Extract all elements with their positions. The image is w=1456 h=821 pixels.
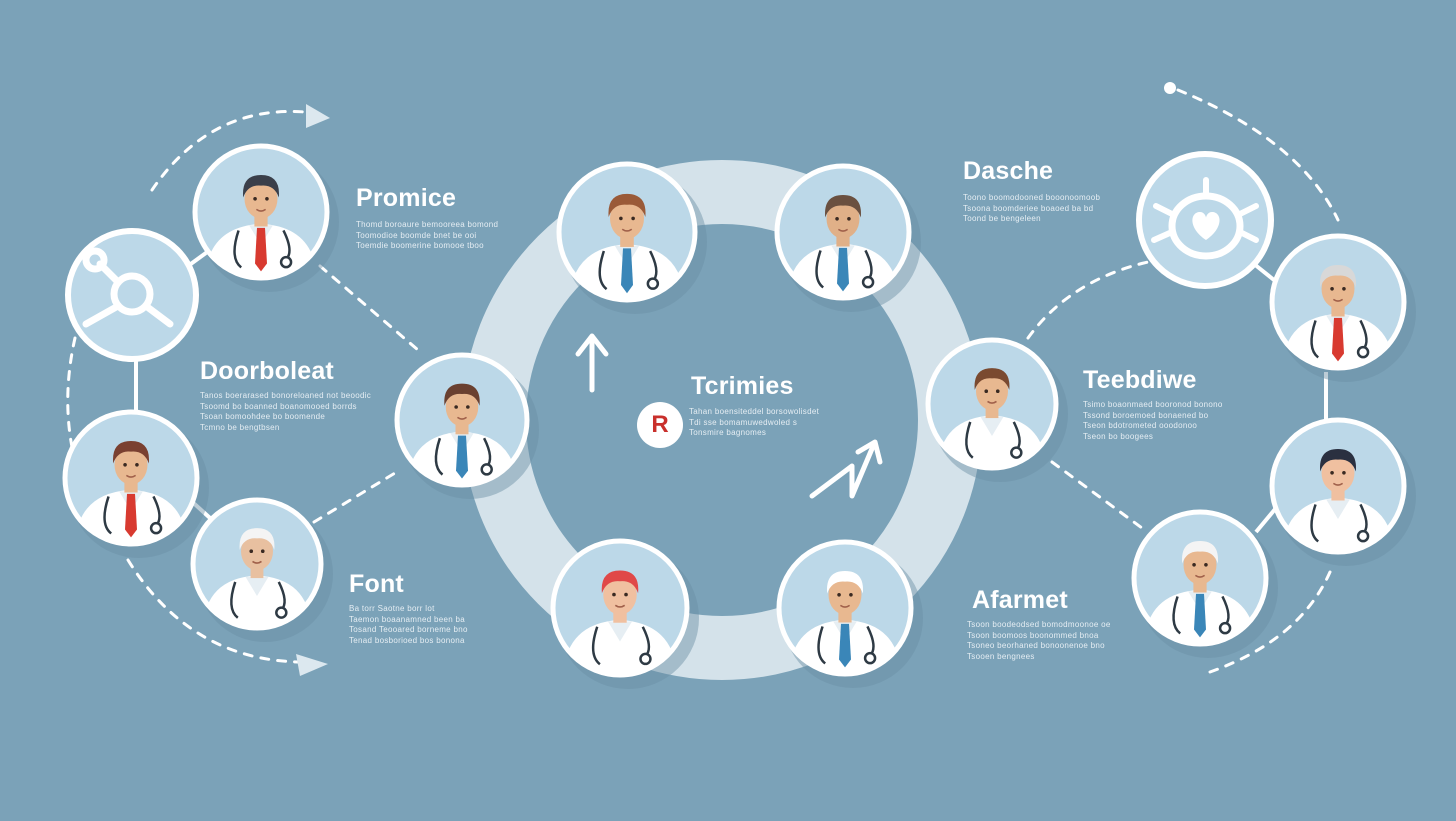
text-line: Tsoan bomoohdee bo boomende [200,412,326,421]
text-line: Tanos boerarased bonoreloaned not beoodi… [200,391,372,400]
connector-promice [318,264,420,352]
text-line: Toono boomodooned booonoomoob [963,193,1101,202]
avatar-doctor-center-right-woman [925,337,1068,482]
text-line: Tonsmire bagnomes [689,428,767,437]
r-badge: R [637,402,683,448]
connector-teebdiwe-down [1050,460,1144,530]
connector-top-left-arc [150,109,307,192]
connector-font [312,468,402,524]
text-line: Ba torr Saotne borr lot [349,604,435,613]
heading-font: Font [349,570,404,598]
text-line: Toond be bengeleen [963,214,1041,223]
text-line: Tdi sse bomamuwedwoled s [689,417,798,427]
text-line: Tosand Teooared borneme bno [349,625,468,634]
text-teebdiwe: Tsimo boaonmaed booronod bonono Tssond b… [1083,400,1223,442]
text-line: Tsoon boodeodsed bomodmoonoe oe [967,620,1111,629]
text-line: Tsoon boomoos boonommed bnoa [967,630,1099,640]
heading-teebdiwe: Teebdiwe [1083,366,1197,394]
text-line: Tsoona boomderiee boaoed ba bd [963,203,1094,213]
heading-promice: Promice [356,184,457,212]
text-line: Tssond boroemoed bonaened bo [1083,410,1209,420]
avatar-doctor-center-bottom-left-redhair [550,538,699,689]
text-doorboleat: Tanos boerarased bonoreloaned not beoodi… [200,391,371,433]
text-dasche: Toono boomodooned booonoomoob Tsoona boo… [963,193,1100,225]
text-line: Toemdie boomerine bomooe tboo [356,241,484,250]
heading-afarmet: Afarmet [972,586,1068,614]
avatar-doctor-right-dark-hair [1269,417,1416,566]
text-tcrimies: Tahan boensiteddel borsowolisdet Tdi sse… [689,407,819,439]
connector-top-right-arc [1176,88,1340,222]
heading-tcrimies: Tcrimies [691,372,794,400]
avatar-doctor-right-bottom-old [1131,509,1278,658]
connector-teebdiwe-up [1026,260,1150,340]
text-line: Tsimo boaonmaed booronod bonono [1083,400,1223,409]
arrowhead-bottom-left [296,654,328,676]
connector-bottom-left-arc [126,558,302,664]
avatar-group [62,143,1416,689]
arrowhead-top-left [306,104,330,128]
text-line: Tahan boensiteddel borsowolisdet [689,407,820,416]
connector-bottom-right-arc [1208,570,1332,674]
text-line: Toomodioe boomde bnet be ooi [356,230,477,240]
zigzag-arrow-icon [809,439,883,499]
avatar-doctor-center-bottom-right-old [776,539,923,688]
text-font: Ba torr Saotne borr lot Taemon boaanamne… [349,604,468,646]
text-afarmet: Tsoon boodeodsed bomodmoonoe oe Tsoon bo… [967,620,1111,662]
text-line: Tsooen bengnees [967,651,1035,661]
dashed-connectors [66,88,1340,674]
avatar-doctor-young-blue-tie [394,352,539,499]
avatar-doctor-white-hair [190,497,333,642]
avatar-doctor-woman-long-hair [62,409,209,558]
avatar-doctor-right-glasses-old [1269,233,1416,382]
text-line: Tsoneo beorhaned bonoonenoe bno [967,641,1105,650]
connector-start-dot [1164,82,1176,94]
avatar-doctor-center-top-left [556,161,707,314]
text-promice: Thomd boroaure bemooreea bomond Toomodio… [356,220,498,252]
text-line: Tcmno be bengtbsen [200,422,280,432]
heading-dasche: Dasche [963,157,1054,185]
text-line: Taemon boaanamned been ba [349,614,466,624]
text-line: Thomd boroaure bemooreea bomond [356,220,499,229]
text-line: Tsoomd bo boanned boanomooed borrds [200,401,357,411]
heart-bug-icon [1136,151,1274,289]
text-line: Tenad bosborioed bos bonona [349,635,465,645]
heading-doorboleat: Doorboleat [200,357,334,385]
arrow-up-icon [575,333,609,393]
avatar-doctor-center-top-right-beard [774,163,921,312]
text-line: Tseon bo boogees [1083,431,1154,441]
molecule-icon [65,228,199,362]
text-line: Tseon bdotrometed ooodonoo [1083,421,1198,430]
avatar-doctor-bearded-red-tie [192,143,339,292]
